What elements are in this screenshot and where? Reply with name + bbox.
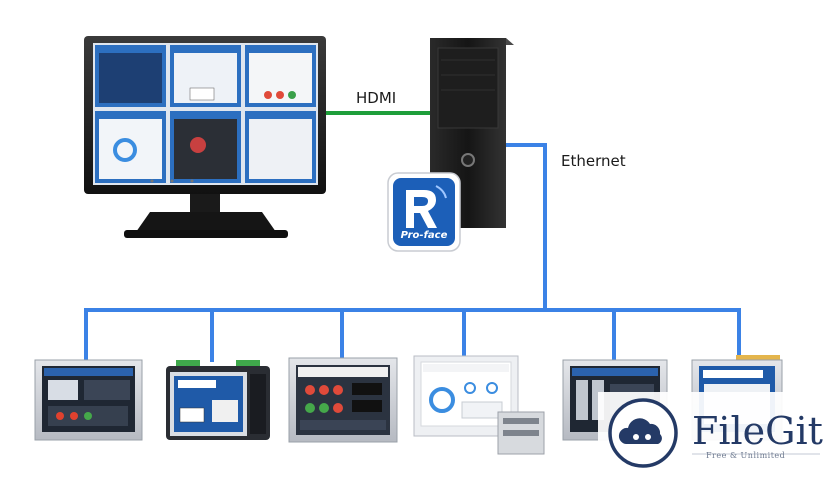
hmi-panel-icon xyxy=(34,359,143,441)
monitor-icon xyxy=(84,36,326,238)
hmi-panel-icon xyxy=(288,357,398,443)
filegit-watermark xyxy=(598,392,832,478)
cloud-icon xyxy=(618,418,662,444)
ethernet-label: Ethernet xyxy=(561,152,626,170)
hmi-panel-icon xyxy=(413,355,545,455)
monitor-screen-tiles xyxy=(95,45,316,183)
ethernet-cable xyxy=(84,143,741,362)
hdmi-label: HDMI xyxy=(356,89,397,107)
hmi-panel-icon xyxy=(166,360,270,440)
watermark-brand: FileGit xyxy=(692,409,823,453)
proface-logo-text: Pro-face xyxy=(400,230,448,241)
watermark-tagline: Free & Unlimited xyxy=(706,451,786,460)
proface-logo xyxy=(387,172,461,252)
